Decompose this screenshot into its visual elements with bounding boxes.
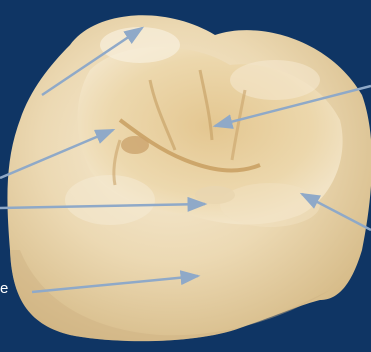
cusp-highlight <box>100 27 180 63</box>
pit <box>121 136 149 154</box>
cusp-highlight <box>65 175 155 225</box>
pit <box>195 186 235 204</box>
partial-label-text: e <box>0 281 8 297</box>
cusp-highlight <box>220 183 320 227</box>
